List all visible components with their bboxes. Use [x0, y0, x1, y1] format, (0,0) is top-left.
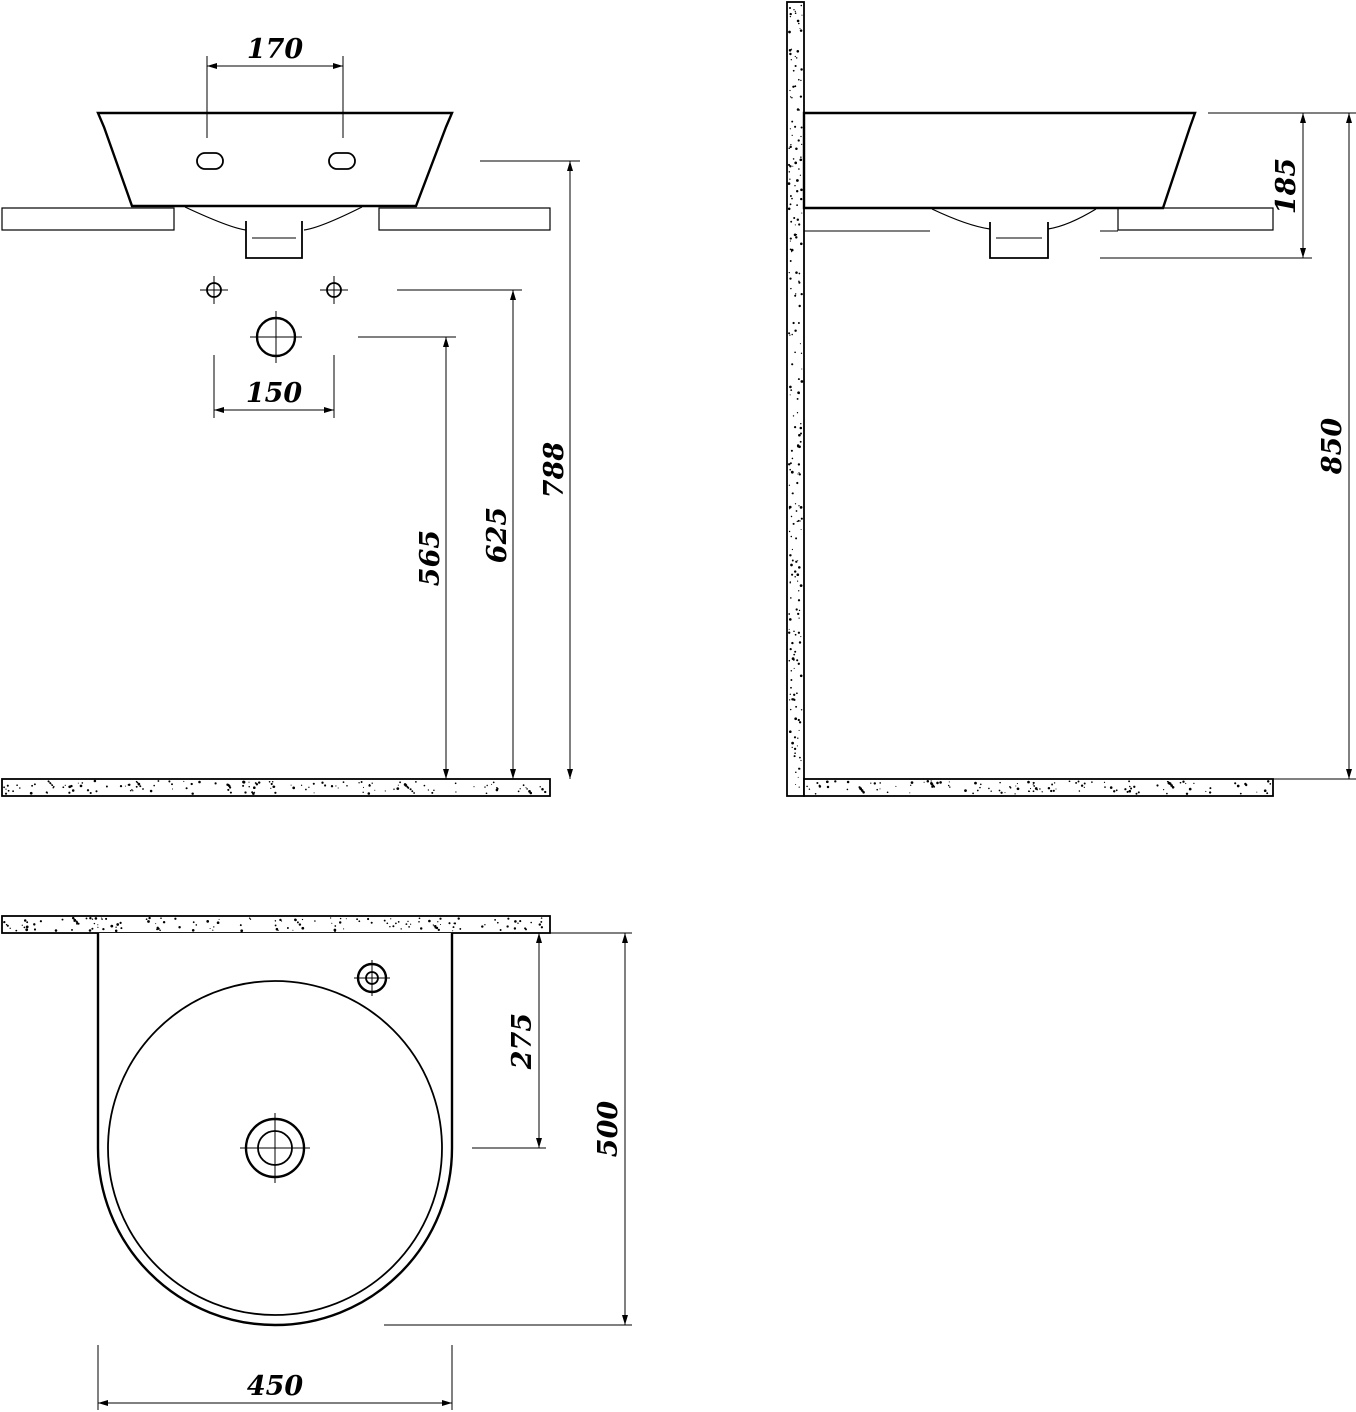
basin-side-under-right	[1047, 208, 1097, 230]
basin-under-right	[303, 206, 363, 231]
supply-connection-right	[320, 276, 348, 304]
tap-hole-right	[328, 152, 356, 170]
front-view: 170 150 565 625 788	[1, 34, 580, 797]
basin-top-bowl	[107, 980, 443, 1316]
side-view: 185 850	[786, 1, 1356, 797]
dim-overall-height-label: 850	[1317, 418, 1348, 476]
wall-top	[1, 915, 551, 934]
dim-tap-spacing-label: 170	[247, 34, 304, 65]
floor-side	[803, 778, 1274, 797]
top-view: 275 500 450	[1, 915, 632, 1410]
dim-connection-spacing-label: 150	[246, 378, 303, 409]
dim-basin-width-label: 450	[247, 1371, 304, 1402]
supply-connection-left	[200, 276, 228, 304]
floor-side-texture	[806, 779, 1272, 796]
basin-side-profile	[802, 111, 1197, 210]
counter-side-section	[1117, 207, 1274, 231]
counter-left-section	[1, 207, 175, 231]
drain-top	[240, 1113, 310, 1183]
tap-hole-left	[196, 152, 224, 170]
drain-outlet-side	[989, 222, 1049, 259]
dim-rim-height-label: 788	[539, 442, 570, 499]
basin-bowl	[96, 111, 454, 208]
basin-under-left	[184, 206, 247, 231]
dim-basin-length-label: 500	[593, 1101, 624, 1158]
counter-right-section	[378, 207, 551, 231]
waste-connection	[250, 311, 302, 363]
dim-drain-height-label: 565	[415, 530, 446, 586]
basin-side-under-left	[931, 208, 991, 230]
drain-outlet	[245, 221, 303, 259]
wall-top-texture	[3, 916, 544, 933]
tap-hole-top	[354, 960, 390, 996]
floor-front-texture	[3, 779, 547, 795]
wall-texture	[787, 4, 804, 788]
dim-drain-offset-label: 275	[507, 1013, 538, 1070]
dim-basin-depth-label: 185	[1271, 158, 1302, 214]
dim-supply-height-label: 625	[482, 507, 513, 563]
